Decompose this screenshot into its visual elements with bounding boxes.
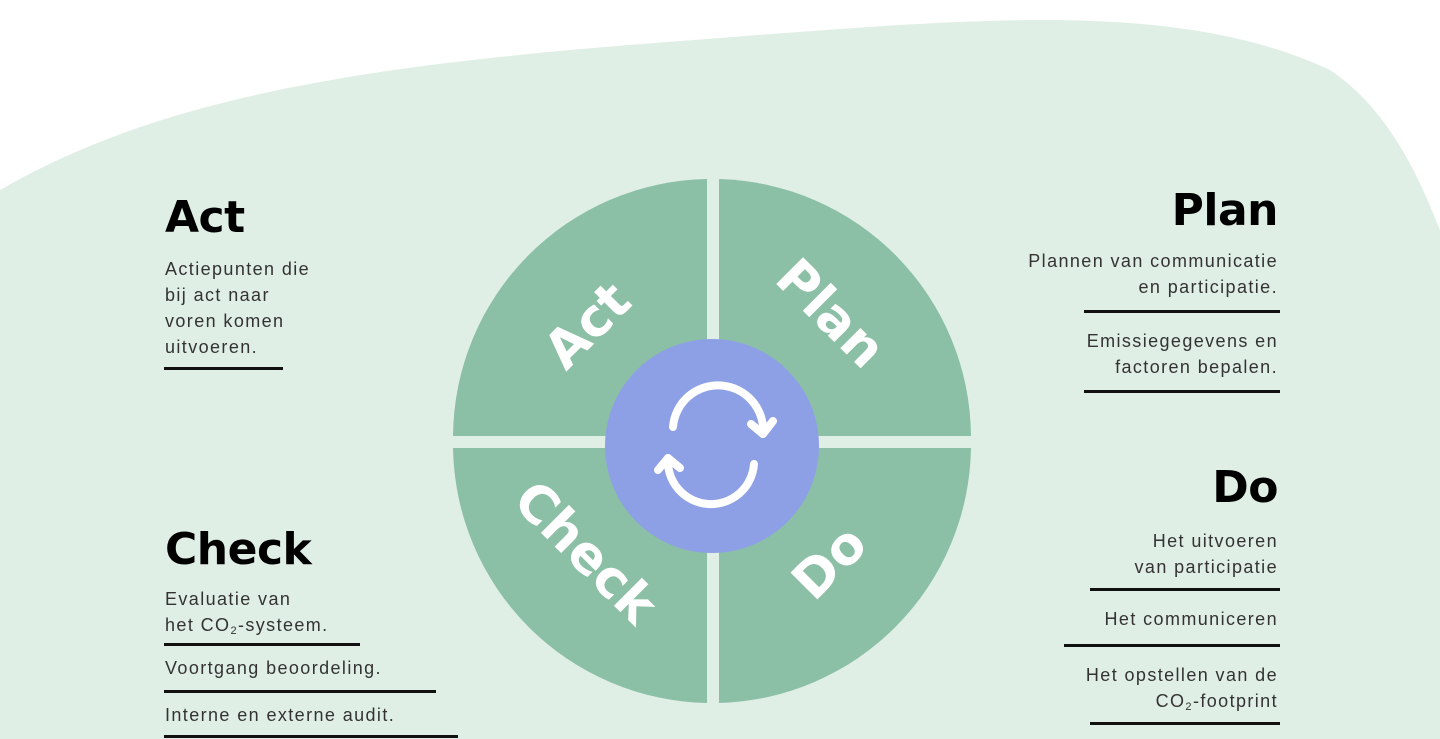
act-title: Act: [165, 192, 245, 243]
do-divider-3: [1090, 722, 1280, 725]
do-title: Do: [1212, 462, 1278, 513]
check-item-3: Interne en externe audit.: [165, 705, 396, 725]
plan-item-1: Plannen van communicatie en participatie…: [1028, 251, 1278, 297]
center-circle: [605, 339, 819, 553]
check-title: Check: [165, 524, 312, 575]
plan-divider-1: [1084, 310, 1280, 313]
do-divider-1: [1090, 588, 1280, 591]
plan-item-2: Emissiegegevens en factoren bepalen.: [1086, 331, 1278, 377]
check-divider-2: [164, 690, 436, 693]
check-divider-1: [164, 643, 360, 646]
act-divider: [164, 367, 283, 370]
check-divider-3: [164, 735, 458, 738]
do-item-1: Het uitvoeren van participatie: [1134, 531, 1278, 577]
refresh-cycle-icon: [654, 381, 777, 509]
do-item-2: Het communiceren: [1104, 609, 1278, 629]
check-item-1: Evaluatie van het CO2-systeem.: [165, 589, 329, 637]
act-item-1: Actiepunten die bij act naar voren komen…: [165, 259, 311, 357]
do-divider-2: [1064, 644, 1280, 647]
plan-divider-2: [1084, 390, 1280, 393]
check-item-2: Voortgang beoordeling.: [165, 658, 382, 678]
plan-title: Plan: [1171, 185, 1279, 236]
do-item-3: Het opstellen van de CO2-footprint: [1085, 665, 1278, 713]
